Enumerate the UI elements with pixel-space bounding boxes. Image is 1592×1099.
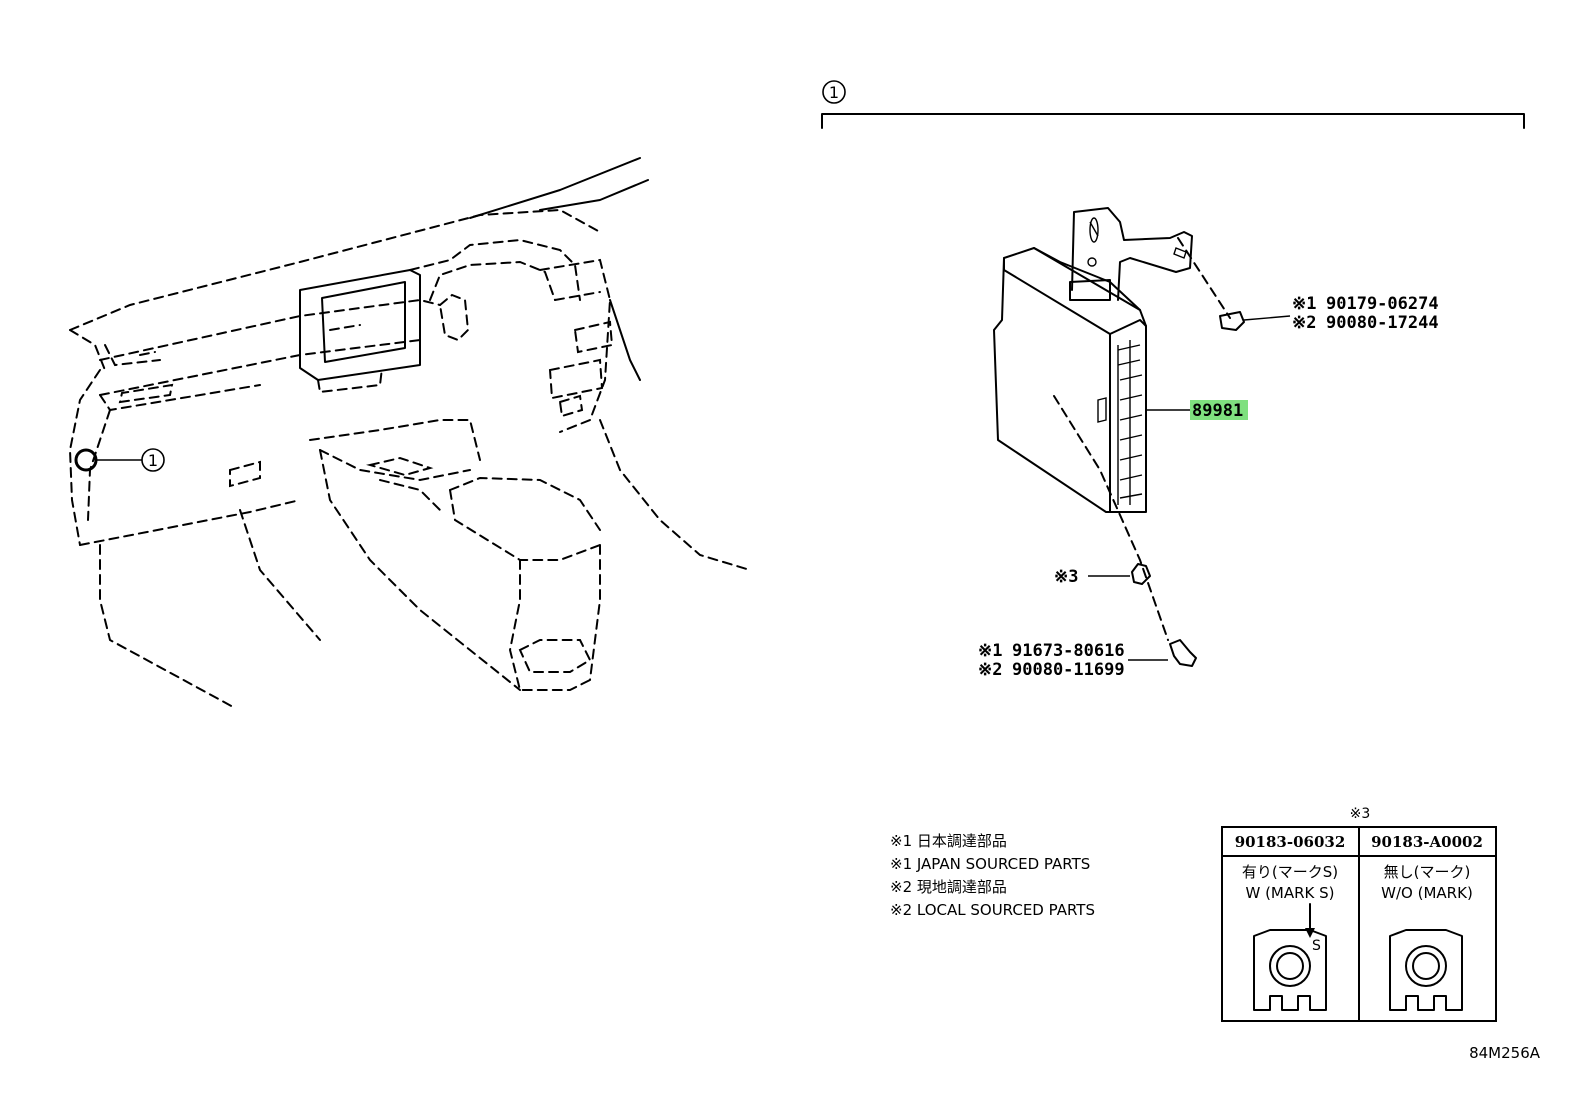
bolt-part-local[interactable]: 90080-17244 bbox=[1326, 313, 1439, 333]
legend-line-3: ※2 現地調達部品 bbox=[890, 878, 1007, 896]
table-col2-part[interactable]: 90183-A0002 bbox=[1371, 833, 1483, 851]
callout-circle-left bbox=[141, 448, 165, 472]
ecu-location-marker bbox=[74, 448, 98, 472]
legend-line-2: ※1 JAPAN SOURCED PARTS bbox=[890, 855, 1090, 873]
clip-with-mark-drawing: S bbox=[1253, 903, 1327, 1011]
clip-mark: ※3 bbox=[1054, 567, 1078, 587]
diagram-code: 84M256A bbox=[1469, 1044, 1541, 1062]
callout-number-top: 1 bbox=[829, 83, 839, 102]
clip-variant-table: ※3 90183-06032 90183-A0002 有り(マークS) W (M… bbox=[1221, 806, 1497, 1022]
part-number-highlight bbox=[1190, 400, 1248, 420]
legend: ※1 日本調達部品 ※1 JAPAN SOURCED PARTS ※2 現地調達… bbox=[890, 832, 1095, 919]
bolt-note1-mark: ※1 bbox=[1292, 294, 1316, 314]
screw-note1-mark: ※1 bbox=[978, 641, 1002, 661]
callout-number-left: 1 bbox=[148, 451, 158, 470]
bolt-note2-mark: ※2 bbox=[1292, 313, 1316, 333]
callout-bracket: 1 bbox=[821, 80, 1525, 129]
legend-line-1: ※1 日本調達部品 bbox=[890, 832, 1007, 850]
screw-note2-mark: ※2 bbox=[978, 660, 1002, 680]
screw-part-local[interactable]: 90080-11699 bbox=[1012, 660, 1125, 680]
table-col1-part[interactable]: 90183-06032 bbox=[1235, 833, 1346, 851]
callout-circle-top bbox=[822, 80, 846, 104]
main-part-number[interactable]: 89981 bbox=[1192, 401, 1243, 421]
bolt-part-jp[interactable]: 90179-06274 bbox=[1326, 294, 1439, 314]
table-col1-en: W (MARK S) bbox=[1245, 884, 1334, 902]
table-col1-jp: 有り(マークS) bbox=[1242, 863, 1338, 881]
mark-s-label: S bbox=[1312, 938, 1321, 954]
legend-line-4: ※2 LOCAL SOURCED PARTS bbox=[890, 901, 1095, 919]
clip-without-mark-drawing bbox=[1389, 929, 1463, 1011]
table-col2-jp: 無し(マーク) bbox=[1384, 863, 1471, 881]
table-col2-en: W/O (MARK) bbox=[1381, 884, 1473, 902]
table-title: ※3 bbox=[1350, 806, 1371, 822]
dashboard-illustration: 1 bbox=[68, 157, 751, 709]
ecu-module bbox=[993, 207, 1291, 667]
screw-part-jp[interactable]: 91673-80616 bbox=[1012, 641, 1125, 661]
